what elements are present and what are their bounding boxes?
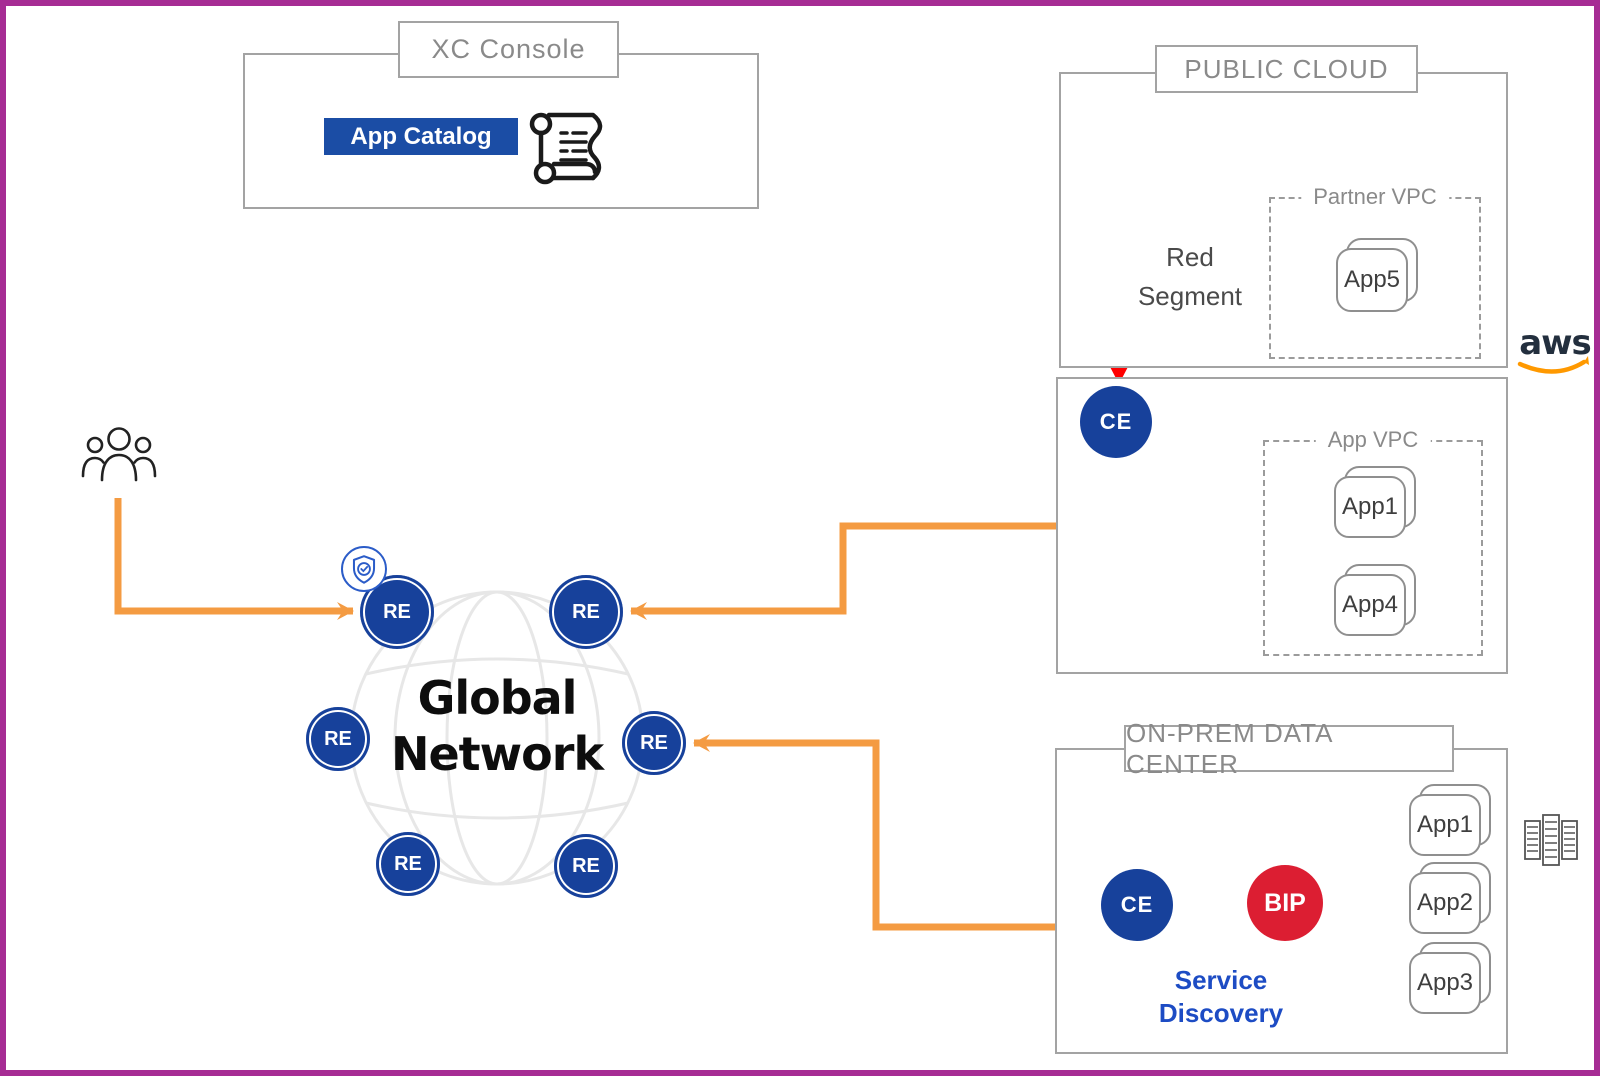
- arrow-cloud-to-re: [630, 522, 1056, 620]
- onprem-app2-node: App2: [1409, 872, 1481, 934]
- global-network-title: Global Network: [367, 670, 627, 782]
- onprem-app1-node: App1: [1409, 794, 1481, 856]
- cloud-app1-label: App1: [1341, 493, 1399, 520]
- service-discovery-line1: Service: [1174, 965, 1268, 995]
- cloud-app4-label: App4: [1341, 591, 1399, 618]
- onprem-app2-stack: App2: [1409, 862, 1491, 934]
- users-icon: [81, 427, 157, 482]
- partner-vpc-box: Partner VPC: [1269, 184, 1481, 359]
- onprem-title-label: ON-PREM DATA CENTER: [1126, 717, 1333, 779]
- aws-smile-icon: [1517, 359, 1587, 374]
- re-node-bottom-left: RE: [376, 832, 440, 896]
- re-node-mid-right: RE: [622, 711, 686, 775]
- scroll-icon: [529, 112, 603, 185]
- re-node-top-right: RE: [549, 575, 623, 649]
- onprem-app1-stack: App1: [1409, 784, 1491, 856]
- red-segment-label-line1: Red: [1166, 242, 1214, 272]
- global-network-title-line1: Global: [417, 671, 578, 725]
- public-cloud-title-label: PUBLIC CLOUD: [1184, 53, 1389, 84]
- cloud-app4-stack: App4: [1334, 564, 1416, 636]
- server-rack-icon: [1524, 814, 1578, 866]
- cloud-ce-node: CE: [1080, 386, 1152, 458]
- app-catalog-button: App Catalog: [324, 118, 518, 155]
- onprem-title: ON-PREM DATA CENTER: [1124, 718, 1454, 779]
- app-catalog-label: App Catalog: [350, 122, 492, 150]
- re-node-mid-left: RE: [306, 707, 370, 771]
- red-segment-label-line2: Segment: [1137, 281, 1243, 311]
- bip-label: BIP: [1264, 888, 1306, 917]
- onprem-app3-node: App3: [1409, 952, 1481, 1014]
- cloud-app4-node: App4: [1334, 574, 1406, 636]
- onprem-ce-node: CE: [1101, 869, 1173, 941]
- arrow-onprem-to-re: [693, 734, 1056, 931]
- xc-console-title: XC Console: [398, 21, 619, 78]
- onprem-app3-stack: App3: [1409, 942, 1491, 1014]
- onprem-app2-label: App2: [1416, 889, 1474, 916]
- partner-vpc-label: Partner VPC: [1301, 184, 1449, 210]
- aws-logo: aws: [1512, 318, 1594, 384]
- aws-smile-tip: [1584, 356, 1589, 365]
- onprem-ce-label: CE: [1120, 892, 1154, 917]
- arrow-users-to-re: [114, 498, 354, 620]
- aws-logo-text: aws: [1519, 323, 1591, 363]
- global-network-title-line2: Network: [390, 727, 604, 781]
- globe-wireframe: [349, 590, 645, 886]
- app5-node: App5: [1336, 248, 1408, 312]
- app5-label: App5: [1343, 266, 1401, 293]
- cloud-app1-stack: App1: [1334, 466, 1416, 538]
- bip-node: BIP: [1247, 865, 1323, 941]
- app5-stack: App5: [1336, 238, 1418, 312]
- public-cloud-box: [1059, 72, 1508, 368]
- service-discovery-line2: Discovery: [1158, 998, 1284, 1028]
- service-discovery-label: Service Discovery: [1121, 964, 1321, 1030]
- cloud-ce-label: CE: [1099, 409, 1133, 434]
- onprem-app3-label: App3: [1416, 969, 1474, 996]
- xc-console-title-label: XC Console: [431, 34, 586, 64]
- app-vpc-box: App VPC: [1263, 427, 1483, 656]
- cloud-app1-node: App1: [1334, 476, 1406, 538]
- shield-check-icon: [341, 546, 387, 592]
- onprem-app1-label: App1: [1416, 811, 1474, 838]
- public-cloud-title: PUBLIC CLOUD: [1155, 45, 1418, 93]
- re-node-bottom-right: RE: [554, 834, 618, 898]
- app-vpc-label: App VPC: [1315, 427, 1431, 453]
